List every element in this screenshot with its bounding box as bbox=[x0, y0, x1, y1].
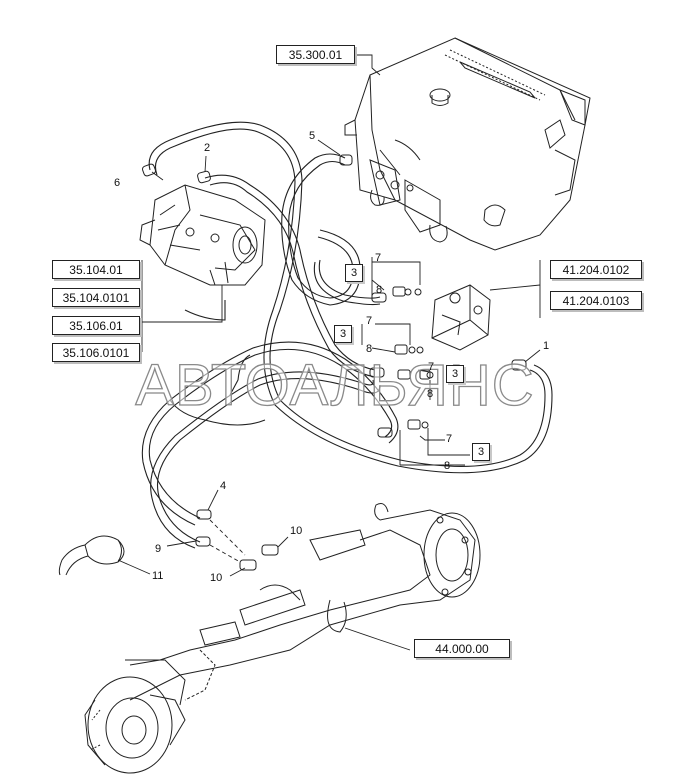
part-callout-7: 7 bbox=[428, 361, 435, 373]
part-callout-10: 10 bbox=[290, 525, 303, 537]
part-callout-6: 6 bbox=[114, 177, 121, 189]
part-callout-10: 10 bbox=[210, 572, 223, 584]
part-callout-5: 5 bbox=[309, 130, 316, 142]
hydraulic-hoses bbox=[141, 121, 553, 549]
ref-box-35-106-0101[interactable]: 35.106.0101 bbox=[52, 343, 140, 362]
part-callout-8: 8 bbox=[366, 343, 373, 355]
part-number-box-3: 3 bbox=[334, 325, 352, 343]
part-callout-4: 4 bbox=[220, 480, 227, 492]
part-number-box-3: 3 bbox=[446, 365, 464, 383]
ref-box-44-000-00[interactable]: 44.000.00 bbox=[414, 639, 510, 658]
hose-cap-illustration bbox=[58, 535, 125, 576]
hydraulic-pump-illustration bbox=[139, 184, 266, 286]
hydraulic-tank-illustration bbox=[344, 37, 591, 251]
part-callout-11: 11 bbox=[152, 570, 164, 582]
ref-box-35-104-01[interactable]: 35.104.01 bbox=[52, 260, 140, 279]
part-callout-1: 1 bbox=[543, 340, 550, 352]
ref-box-41-204-0103[interactable]: 41.204.0103 bbox=[550, 291, 642, 310]
ref-box-41-204-0102[interactable]: 41.204.0102 bbox=[550, 260, 642, 279]
ref-box-35-104-0101[interactable]: 35.104.0101 bbox=[52, 288, 140, 307]
part-callout-8: 8 bbox=[444, 460, 451, 472]
part-callout-9: 9 bbox=[155, 543, 162, 555]
part-callout-8: 8 bbox=[427, 388, 434, 400]
ref-box-35-106-01[interactable]: 35.106.01 bbox=[52, 316, 140, 335]
ref-box-35-300-01[interactable]: 35.300.01 bbox=[276, 45, 355, 64]
part-callout-7: 7 bbox=[366, 315, 373, 327]
valve-block-illustration bbox=[431, 284, 491, 351]
front-axle-illustration bbox=[84, 503, 481, 774]
leader-lines bbox=[117, 54, 541, 651]
part-number-box-3: 3 bbox=[345, 264, 363, 282]
part-number-box-3: 3 bbox=[472, 443, 490, 461]
part-callout-7: 7 bbox=[375, 252, 382, 264]
part-callout-2: 2 bbox=[204, 142, 211, 154]
hose-fittings bbox=[141, 154, 527, 571]
part-callout-7: 7 bbox=[446, 433, 453, 445]
part-callout-8: 8 bbox=[376, 284, 383, 296]
